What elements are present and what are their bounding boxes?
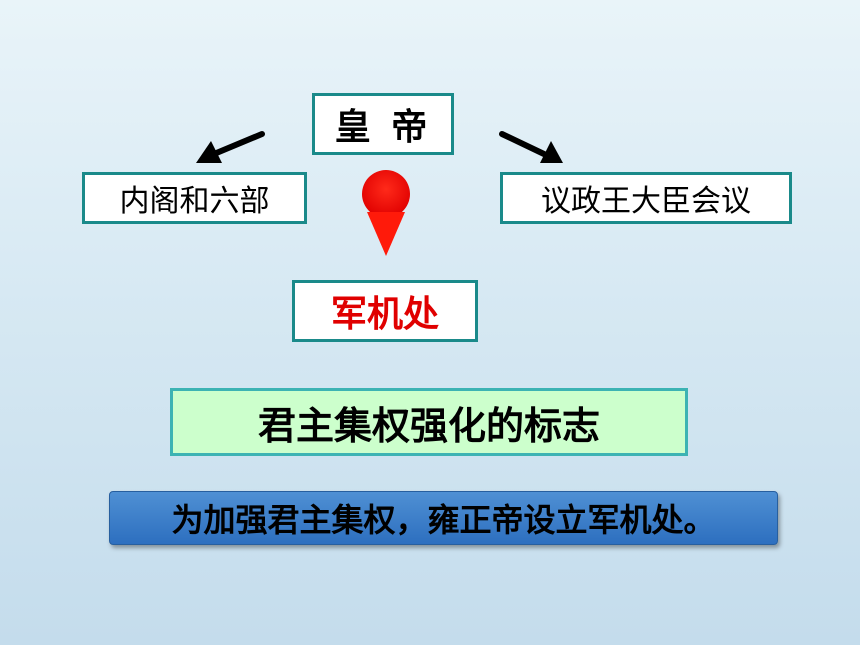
council-of-princes-label: 议政王大臣会议 <box>541 184 751 219</box>
conclusion-box: 君主集权强化的标志 <box>170 388 688 456</box>
grand-council-label: 军机处 <box>330 294 439 335</box>
grand-council-node: 军机处 <box>292 280 478 342</box>
red-down-arrow-icon <box>362 170 410 256</box>
cabinet-ministries-node: 内阁和六部 <box>82 172 307 224</box>
emperor-label: 皇 帝 <box>334 107 432 148</box>
emperor-node: 皇 帝 <box>312 93 454 155</box>
conclusion-label: 君主集权强化的标志 <box>257 403 600 448</box>
caption-text: 为加强君主集权，雍正帝设立军机处。 <box>171 501 716 539</box>
cabinet-ministries-label: 内阁和六部 <box>119 184 270 219</box>
arrow-right-down-icon <box>499 131 563 163</box>
caption-banner: 为加强君主集权，雍正帝设立军机处。 <box>109 491 778 545</box>
arrow-left-down-icon <box>196 131 265 163</box>
council-of-princes-node: 议政王大臣会议 <box>500 172 792 224</box>
